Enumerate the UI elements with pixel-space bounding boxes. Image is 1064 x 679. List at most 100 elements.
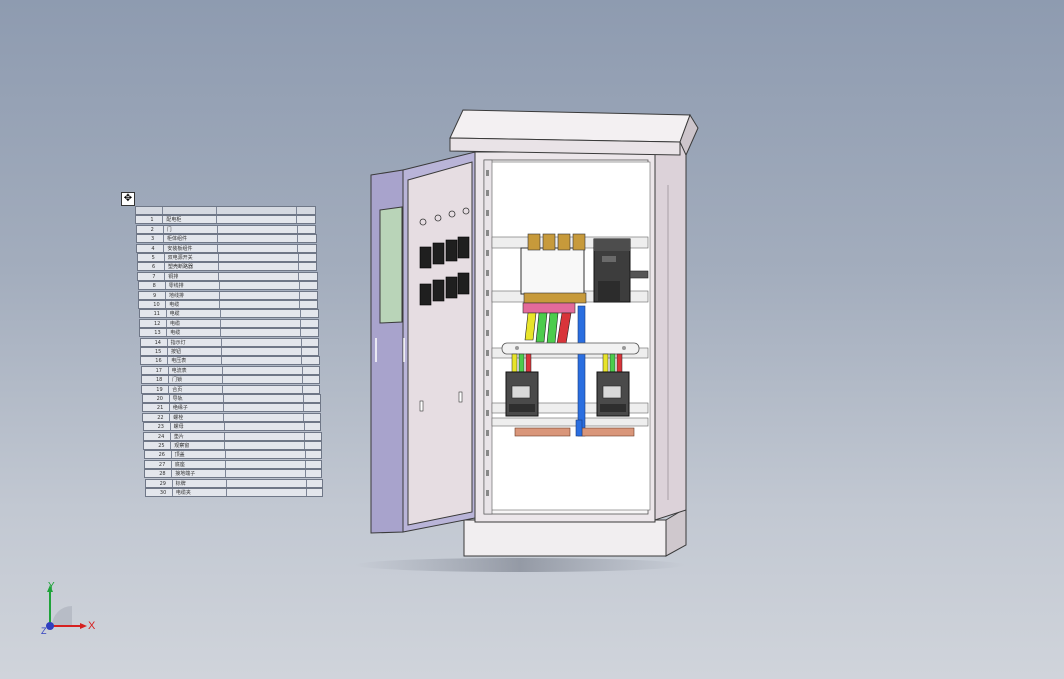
- bom-item-name: 接地端子: [175, 471, 196, 478]
- bom-header-row: [135, 206, 316, 215]
- bom-column-divider: [219, 319, 221, 327]
- bom-item-name: 螺母: [173, 424, 184, 431]
- bom-item-number: 15: [154, 349, 162, 355]
- bom-item-name: 门锁: [171, 377, 182, 384]
- bom-column-divider: [217, 244, 219, 252]
- bom-column-divider: [217, 263, 219, 271]
- door-handle[interactable]: [419, 400, 424, 412]
- bom-column-divider: [222, 404, 224, 412]
- breaker-right: [596, 371, 630, 417]
- bom-column-divider: [296, 235, 298, 243]
- bom-column-divider: [221, 376, 223, 384]
- bom-column-divider: [220, 329, 222, 337]
- bom-column-divider: [303, 432, 305, 440]
- bom-item-name: 电缆: [169, 302, 180, 308]
- bom-item-number: 13: [154, 330, 161, 337]
- bom-column-divider: [224, 460, 226, 468]
- bom-item-number: 22: [157, 414, 164, 421]
- bom-item-name: 按钮: [170, 349, 181, 355]
- bom-column-divider: [167, 357, 169, 365]
- bom-item-number: 4: [151, 245, 155, 252]
- bom-column-divider: [166, 329, 168, 337]
- bom-item-number: 30: [159, 490, 167, 496]
- bom-item-number: 6: [151, 264, 156, 271]
- bom-column-divider: [171, 489, 173, 496]
- bom-column-divider: [296, 216, 298, 224]
- bom-column-divider: [163, 244, 165, 252]
- bom-item-number: 10: [153, 302, 160, 308]
- bom-item-name: 指示灯: [170, 339, 186, 346]
- open-door[interactable]: [370, 151, 476, 534]
- bom-column-divider: [300, 329, 302, 337]
- bom-column-divider: [219, 301, 221, 308]
- bom-item-number: 21: [156, 405, 164, 412]
- bom-item-name: 电压表: [171, 358, 187, 365]
- bom-column-divider: [216, 225, 218, 233]
- bom-column-divider: [297, 263, 299, 271]
- move-icon[interactable]: ✥: [121, 192, 135, 206]
- panel-meters: [419, 236, 470, 306]
- bom-column-divider: [224, 442, 226, 449]
- bom-item-name: 塑壳断路器: [167, 264, 193, 271]
- bom-item-name: 顶盖: [174, 452, 185, 459]
- bom-column-divider: [223, 413, 225, 421]
- busbar-insulator: [501, 342, 640, 355]
- bom-column-divider: [216, 216, 218, 224]
- bom-item-name: 电缆夹: [175, 490, 191, 496]
- bom-column-divider: [304, 460, 306, 468]
- bom-column-divider: [171, 479, 173, 487]
- bom-column-divider: [225, 479, 227, 487]
- bom-item-name: 电缆: [169, 320, 180, 327]
- bom-item-name: 铜排: [168, 273, 179, 280]
- bom-item-name: 底座: [174, 461, 185, 468]
- bom-item-number: 7: [152, 273, 156, 280]
- bom-column-divider: [296, 207, 297, 214]
- breaker-left: [505, 371, 539, 417]
- hinge-rail-holes: [486, 170, 489, 496]
- bom-column-divider: [300, 338, 302, 346]
- neutral-cable: [577, 305, 586, 437]
- bom-column-divider: [298, 282, 300, 290]
- bom-item-number: 28: [159, 471, 166, 478]
- bom-column-divider: [296, 225, 298, 233]
- bom-item-number: 1: [150, 217, 154, 224]
- axis-x-label: X: [88, 620, 96, 632]
- bom-column-divider: [220, 348, 222, 355]
- bom-item-number: 20: [156, 396, 163, 402]
- bom-item-name: 零线排: [168, 283, 184, 290]
- bom-item-number: 25: [158, 443, 165, 449]
- door-window: [379, 206, 403, 324]
- bom-column-divider: [301, 366, 303, 374]
- bom-column-divider: [225, 489, 227, 496]
- bom-column-divider: [164, 291, 166, 299]
- bom-column-divider: [298, 291, 300, 299]
- bom-column-divider: [299, 310, 301, 318]
- bom-item-name: 绝缘子: [172, 405, 188, 412]
- bom-column-divider: [219, 310, 221, 318]
- bom-column-divider: [167, 376, 169, 384]
- bom-column-divider: [218, 282, 220, 290]
- bom-row: 7 铜排: [137, 271, 318, 281]
- bom-column-divider: [162, 225, 164, 233]
- bom-column-divider: [165, 310, 167, 318]
- controller-module: [593, 238, 649, 303]
- cabinet-side: [654, 141, 687, 521]
- bom-item-name: 电缆: [169, 311, 180, 318]
- cables-lower: [511, 353, 623, 377]
- bom-column-divider: [218, 272, 220, 280]
- bom-column-divider: [166, 338, 168, 346]
- bom-column-divider: [171, 470, 173, 478]
